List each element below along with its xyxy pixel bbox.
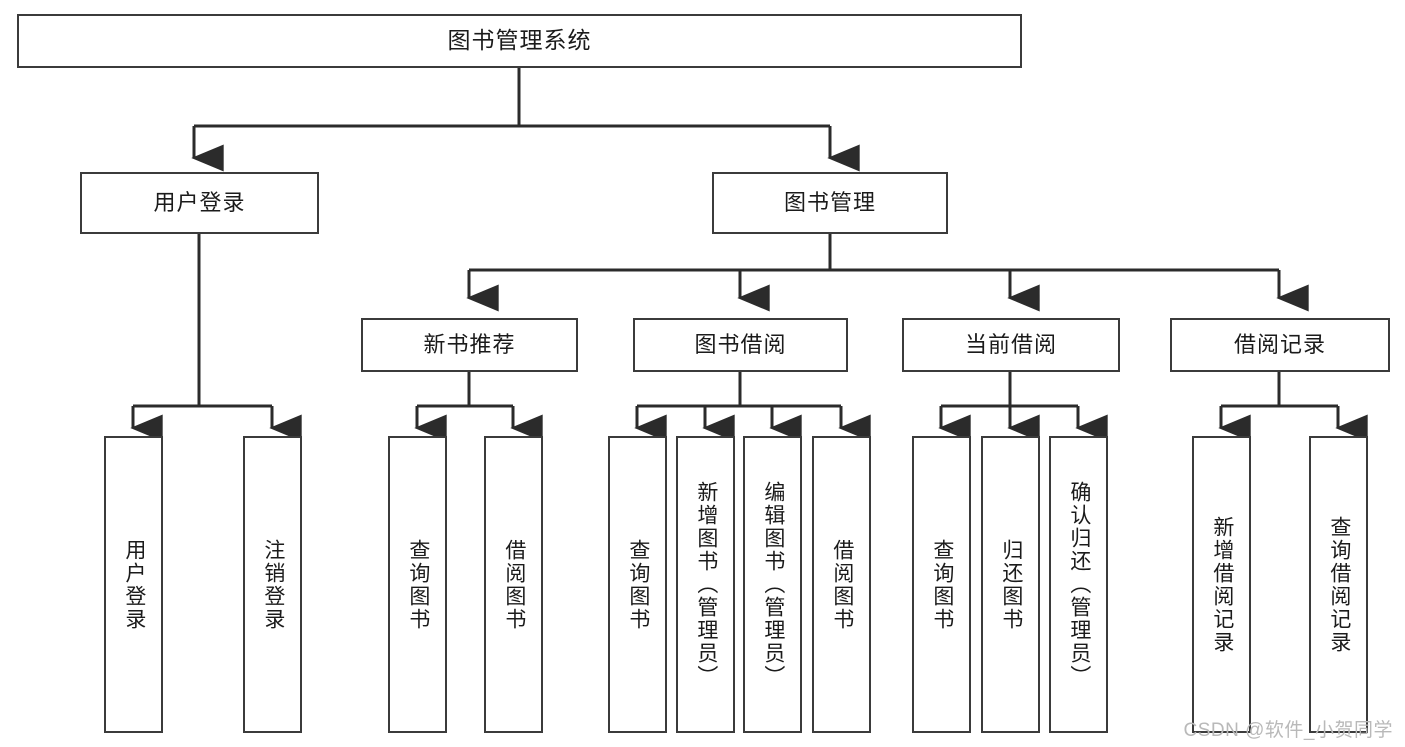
leaf-label: 查询图书 [626,538,650,631]
node-new-book-recommend[interactable]: 新书推荐 [361,318,578,372]
leaf-label: 用户登录 [122,538,146,631]
node-user-login[interactable]: 用户登录 [80,172,319,234]
leaf-user-login-signout[interactable]: 注销登录 [243,436,302,733]
leaf-label: 查询图书 [930,538,954,631]
leaf-label: 新增图书（管理员） [694,481,718,688]
node-current-borrow[interactable]: 当前借阅 [902,318,1120,372]
csdn-watermark: CSDN @软件_小贺同学 [1183,720,1393,741]
leaf-user-login-signin[interactable]: 用户登录 [104,436,163,733]
leaf-label: 查询图书 [406,538,430,631]
leaf-records-query-record[interactable]: 查询借阅记录 [1309,436,1368,733]
leaf-borrow-edit-book-admin[interactable]: 编辑图书（管理员） [743,436,802,733]
leaf-label: 查询借阅记录 [1327,515,1351,654]
leaf-new-book-query[interactable]: 查询图书 [388,436,447,733]
leaf-label: 归还图书 [999,538,1023,631]
node-borrow-records[interactable]: 借阅记录 [1170,318,1390,372]
leaf-label: 编辑图书（管理员） [761,481,785,688]
leaf-label: 借阅图书 [830,538,854,631]
leaf-label: 注销登录 [261,538,285,631]
leaf-current-confirm-return-admin[interactable]: 确认归还（管理员） [1049,436,1108,733]
leaf-borrow-borrow-book[interactable]: 借阅图书 [812,436,871,733]
leaf-label: 借阅图书 [502,538,526,631]
leaf-borrow-add-book-admin[interactable]: 新增图书（管理员） [676,436,735,733]
node-book-borrow[interactable]: 图书借阅 [633,318,848,372]
leaf-new-book-borrow[interactable]: 借阅图书 [484,436,543,733]
leaf-current-return-book[interactable]: 归还图书 [981,436,1040,733]
leaf-borrow-query-book[interactable]: 查询图书 [608,436,667,733]
node-root-system[interactable]: 图书管理系统 [17,14,1022,68]
leaf-label: 确认归还（管理员） [1067,481,1091,688]
leaf-records-add-record[interactable]: 新增借阅记录 [1192,436,1251,733]
leaf-label: 新增借阅记录 [1210,515,1234,654]
leaf-current-query-book[interactable]: 查询图书 [912,436,971,733]
node-book-management[interactable]: 图书管理 [712,172,948,234]
